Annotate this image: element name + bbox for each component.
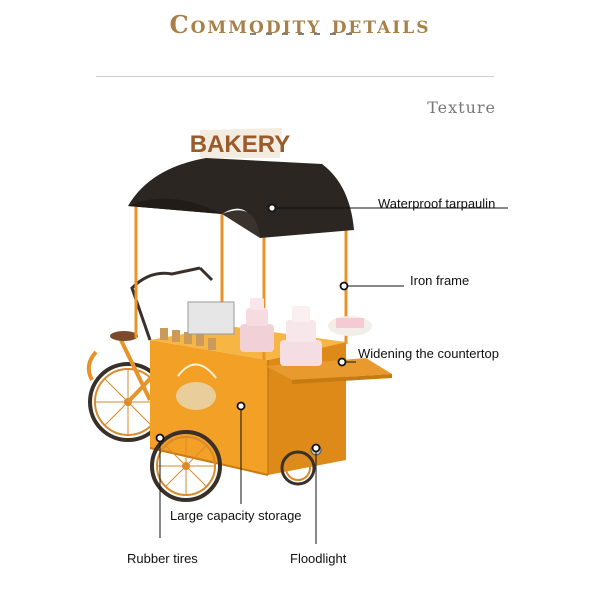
front-wheel-right	[280, 450, 316, 486]
callout-dots	[155, 203, 349, 453]
bike-seat	[110, 331, 138, 341]
callout-leaders	[159, 207, 508, 544]
callout-iron-frame: Iron frame	[410, 273, 470, 288]
cake-tier	[240, 298, 274, 352]
logo-decoration	[176, 363, 217, 410]
wedding-cake	[280, 306, 322, 366]
bakery-sign: BAKERY	[190, 128, 290, 158]
canopy	[128, 158, 354, 238]
callout-tarpaulin: Waterproof tarpaulin	[378, 196, 496, 211]
heading-decoration	[250, 33, 360, 35]
callout-rubber-tires: Rubber tires	[127, 551, 198, 566]
handlebar	[130, 266, 201, 341]
callout-storage: Large capacity storage	[170, 508, 302, 523]
section-label: Texture	[427, 98, 496, 117]
callout-countertop: Widening the countertop	[358, 346, 499, 361]
header-divider	[96, 76, 494, 77]
bakery-items	[160, 298, 372, 366]
callout-floodlight: Floodlight	[290, 551, 347, 566]
front-wheel-left	[150, 430, 222, 502]
svg-text:BAKERY: BAKERY	[190, 131, 290, 158]
display-tablet	[187, 301, 235, 335]
